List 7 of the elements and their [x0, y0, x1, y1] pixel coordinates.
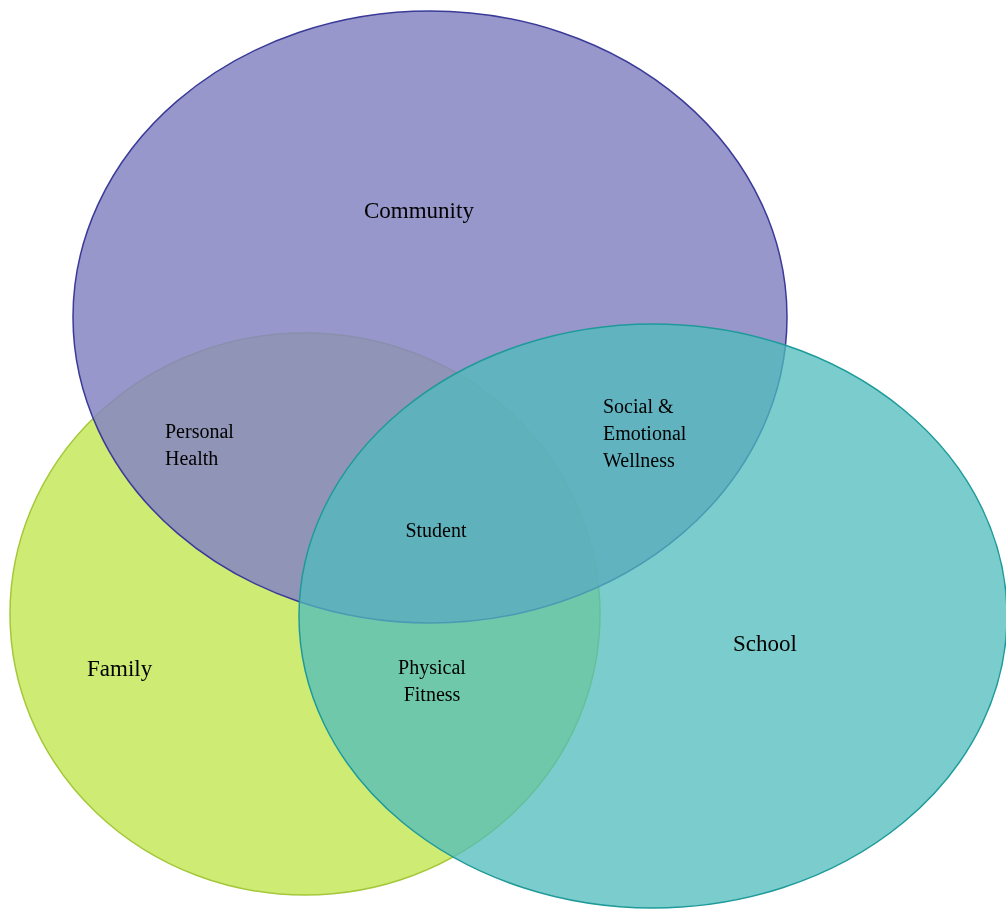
overlap-label: Physical Fitness: [397, 655, 467, 707]
set-label: Community: [364, 198, 474, 224]
overlap-label: Social & Emotional Wellness: [603, 394, 688, 473]
set-label: School: [733, 631, 797, 657]
overlap-label: Personal Health: [165, 419, 235, 471]
set-label: Family: [87, 656, 153, 682]
overlap-label: Student: [404, 518, 468, 543]
